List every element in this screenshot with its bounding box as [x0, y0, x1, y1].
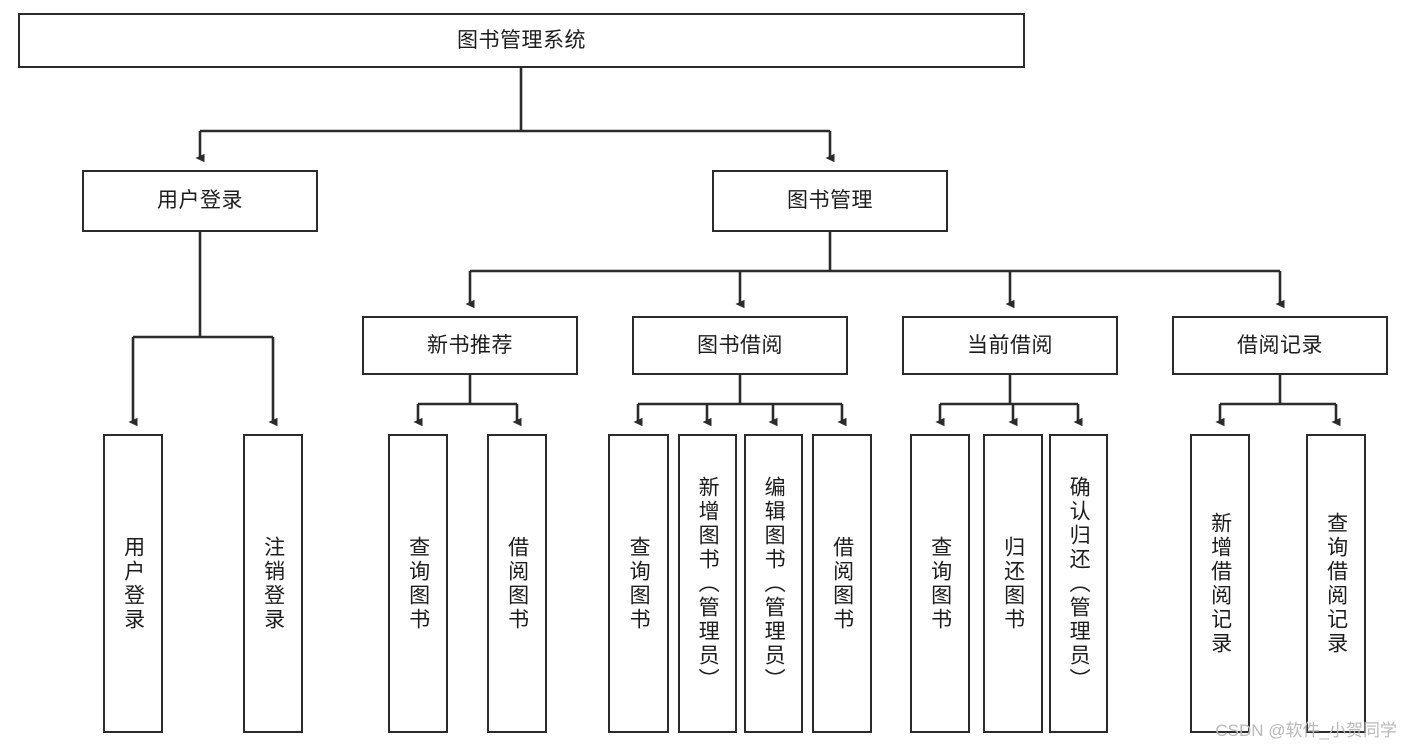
node-book-borrow-label: 图书借阅 [697, 333, 783, 357]
node-current-borrow-label: 当前借阅 [967, 333, 1053, 357]
leaf-borrow-book-borrow[interactable]: 借阅图书 [812, 434, 872, 733]
node-current-borrow[interactable]: 当前借阅 [902, 316, 1118, 375]
leaf-query-book-newbook[interactable]: 查询图书 [388, 434, 448, 733]
leaf-borrow-book-borrow-label: 借阅图书 [830, 535, 854, 632]
leaf-query-book-newbook-label: 查询图书 [406, 535, 430, 632]
leaf-query-book-current[interactable]: 查询图书 [910, 434, 970, 733]
node-root[interactable]: 图书管理系统 [18, 13, 1025, 68]
leaf-query-book-borrow[interactable]: 查询图书 [608, 434, 669, 733]
node-user-login-label: 用户登录 [157, 189, 243, 213]
leaf-confirm-return-admin-label: 确认归还（管理员） [1067, 475, 1091, 692]
leaf-query-borrow-record[interactable]: 查询借阅记录 [1306, 434, 1366, 733]
node-new-book-recommend-label: 新书推荐 [427, 333, 513, 357]
node-user-login[interactable]: 用户登录 [82, 170, 318, 232]
leaf-return-book-label: 归还图书 [1001, 535, 1025, 632]
node-book-management[interactable]: 图书管理 [712, 170, 948, 232]
leaf-add-borrow-record-label: 新增借阅记录 [1208, 511, 1232, 656]
node-root-label: 图书管理系统 [457, 28, 586, 52]
leaf-borrow-book-newbook-label: 借阅图书 [505, 535, 529, 632]
leaf-edit-book-admin-label: 编辑图书（管理员） [762, 475, 786, 692]
leaf-add-borrow-record[interactable]: 新增借阅记录 [1190, 434, 1250, 733]
leaf-user-login[interactable]: 用户登录 [103, 434, 163, 733]
node-book-management-label: 图书管理 [787, 189, 873, 213]
leaf-add-book-admin[interactable]: 新增图书（管理员） [678, 434, 737, 733]
leaf-borrow-book-newbook[interactable]: 借阅图书 [487, 434, 547, 733]
leaf-logout-login-label: 注销登录 [261, 535, 285, 632]
node-borrow-record[interactable]: 借阅记录 [1172, 316, 1388, 375]
leaf-confirm-return-admin[interactable]: 确认归还（管理员） [1049, 434, 1108, 733]
leaf-query-borrow-record-label: 查询借阅记录 [1324, 511, 1348, 656]
node-book-borrow[interactable]: 图书借阅 [632, 316, 848, 375]
node-borrow-record-label: 借阅记录 [1237, 333, 1323, 357]
leaf-return-book[interactable]: 归还图书 [983, 434, 1043, 733]
leaf-add-book-admin-label: 新增图书（管理员） [696, 475, 720, 692]
leaf-logout-login[interactable]: 注销登录 [243, 434, 303, 733]
leaf-user-login-label: 用户登录 [121, 535, 145, 632]
leaf-query-book-current-label: 查询图书 [928, 535, 952, 632]
leaf-edit-book-admin[interactable]: 编辑图书（管理员） [744, 434, 803, 733]
leaf-query-book-borrow-label: 查询图书 [627, 535, 651, 632]
watermark: CSDN @软件_小贺同学 [1215, 721, 1397, 740]
node-new-book-recommend[interactable]: 新书推荐 [362, 316, 578, 375]
